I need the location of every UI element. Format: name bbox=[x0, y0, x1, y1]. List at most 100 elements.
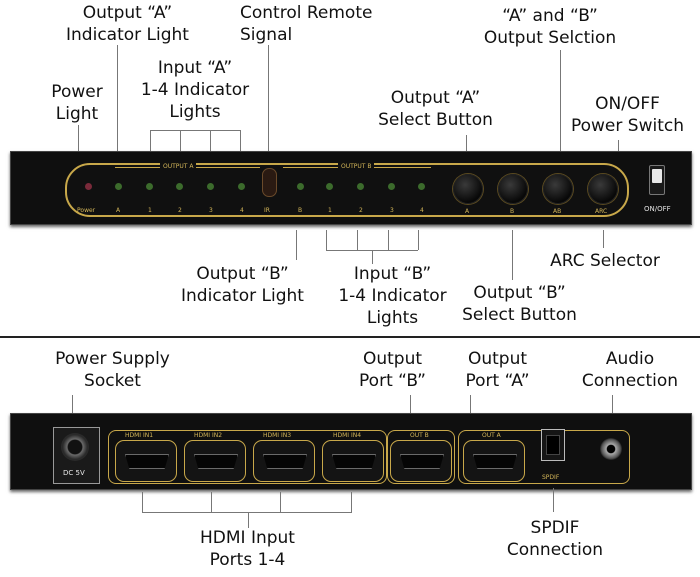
label-control-remote: Control Remote Signal bbox=[240, 3, 373, 45]
mark-b: B bbox=[298, 207, 303, 214]
hdmi-input-frame bbox=[108, 430, 387, 484]
hdmi-in1-port[interactable] bbox=[115, 440, 177, 482]
leader-line bbox=[268, 45, 269, 165]
leader-line bbox=[180, 130, 181, 155]
spdif-port[interactable] bbox=[541, 429, 565, 461]
button-a-label: A bbox=[465, 208, 470, 215]
label-hdmi-inputs: HDMI Input Ports 1-4 bbox=[200, 528, 295, 570]
select-a-button[interactable] bbox=[453, 174, 483, 204]
input-b-led bbox=[388, 183, 395, 190]
label-audio-connection: Audio Connection bbox=[581, 349, 679, 391]
hdmi-in3-port[interactable] bbox=[253, 440, 315, 482]
input-b-led bbox=[357, 183, 364, 190]
label-power-supply: Power Supply Socket bbox=[55, 349, 170, 391]
input-a-led bbox=[176, 183, 183, 190]
dc-socket[interactable] bbox=[61, 433, 89, 461]
hdmi-in3-label: HDMI IN3 bbox=[263, 432, 292, 439]
button-arc-label: ARC bbox=[595, 208, 608, 215]
mark-power: Power bbox=[77, 207, 96, 214]
leader-line bbox=[240, 130, 241, 155]
leader-line bbox=[418, 230, 419, 250]
spdif-port-inner bbox=[546, 435, 560, 455]
leader-line bbox=[142, 492, 143, 512]
out-b-label: OUT B bbox=[410, 432, 429, 439]
power-switch-rocker bbox=[652, 169, 662, 183]
leader-line bbox=[72, 395, 73, 415]
mark-4: 4 bbox=[240, 207, 244, 214]
leader-line bbox=[410, 395, 411, 417]
out-a-label: OUT A bbox=[482, 432, 501, 439]
switch-label: ON/OFF bbox=[644, 205, 671, 213]
label-input-a-lights: Input “A” 1-4 Indicator Lights bbox=[140, 58, 250, 122]
label-output-a-indicator: Output “A” Indicator Light bbox=[66, 3, 189, 45]
leader-line bbox=[150, 130, 151, 155]
leader-line bbox=[150, 130, 240, 131]
mark-4: 4 bbox=[420, 207, 424, 214]
dc-label: DC 5V bbox=[63, 469, 85, 477]
group-b-label: OUTPUT B bbox=[338, 163, 375, 170]
hdmi-in1-label: HDMI IN1 bbox=[125, 432, 154, 439]
arc-button[interactable] bbox=[588, 174, 618, 204]
mark-3: 3 bbox=[390, 207, 394, 214]
label-output-b-indicator: Output “B” Indicator Light bbox=[181, 264, 304, 306]
input-a-led bbox=[238, 183, 245, 190]
output-a-led bbox=[115, 183, 122, 190]
leader-line bbox=[280, 492, 281, 512]
leader-line bbox=[372, 250, 373, 264]
ir-sensor bbox=[262, 168, 277, 197]
section-divider bbox=[0, 336, 700, 338]
label-arc-selector: ARC Selector bbox=[550, 251, 660, 271]
mark-1: 1 bbox=[328, 207, 332, 214]
hdmi-in4-port[interactable] bbox=[322, 440, 384, 482]
leader-line bbox=[248, 512, 249, 528]
hdmi-in2-label: HDMI IN2 bbox=[194, 432, 223, 439]
leader-line bbox=[553, 488, 554, 512]
leader-line bbox=[211, 492, 212, 512]
label-spdif-connection: SPDIF Connection bbox=[506, 518, 604, 560]
leader-line bbox=[470, 395, 471, 417]
mark-2: 2 bbox=[178, 207, 182, 214]
leader-line bbox=[117, 45, 118, 155]
hdmi-in4-label: HDMI IN4 bbox=[333, 432, 362, 439]
leader-line bbox=[296, 230, 297, 260]
leader-line bbox=[351, 492, 352, 512]
power-led bbox=[85, 183, 92, 190]
label-power-light: Power Light bbox=[51, 82, 103, 124]
mark-ir: IR bbox=[264, 207, 270, 214]
button-b-label: B bbox=[510, 208, 515, 215]
leader-line bbox=[142, 512, 352, 513]
select-b-button[interactable] bbox=[498, 174, 528, 204]
label-output-b-select: Output “B” Select Button bbox=[462, 283, 577, 325]
audio-jack[interactable] bbox=[600, 438, 622, 460]
leader-line bbox=[78, 125, 79, 153]
label-a-b-output-selection: “A” and “B” Output Selction bbox=[483, 6, 617, 48]
out-a-port[interactable] bbox=[463, 440, 525, 482]
leader-line bbox=[357, 230, 358, 250]
mark-2: 2 bbox=[359, 207, 363, 214]
leader-line bbox=[512, 230, 513, 280]
spdif-label: SPDIF bbox=[542, 474, 560, 481]
input-b-led bbox=[418, 183, 425, 190]
input-b-led bbox=[326, 183, 333, 190]
mark-1: 1 bbox=[148, 207, 152, 214]
hdmi-in2-port[interactable] bbox=[184, 440, 246, 482]
mark-3: 3 bbox=[209, 207, 213, 214]
input-a-led bbox=[207, 183, 214, 190]
label-output-port-a: Output Port “A” bbox=[465, 349, 530, 391]
power-switch[interactable] bbox=[649, 165, 665, 195]
leader-line bbox=[612, 395, 613, 417]
leader-line bbox=[388, 230, 389, 250]
output-b-led bbox=[297, 183, 304, 190]
group-a-label: OUTPUT A bbox=[160, 163, 197, 170]
leader-line bbox=[210, 130, 211, 155]
select-ab-button[interactable] bbox=[543, 174, 573, 204]
mark-a: A bbox=[116, 207, 121, 214]
out-b-port[interactable] bbox=[390, 440, 452, 482]
label-on-off-switch: ON/OFF Power Switch bbox=[570, 94, 684, 136]
label-input-b-lights: Input “B” 1-4 Indicator Lights bbox=[338, 264, 447, 328]
leader-line bbox=[603, 230, 604, 248]
leader-line bbox=[326, 230, 327, 250]
label-output-port-b: Output Port “B” bbox=[359, 349, 426, 391]
leader-line bbox=[560, 50, 561, 170]
label-output-a-select: Output “A” Select Button bbox=[378, 88, 493, 130]
